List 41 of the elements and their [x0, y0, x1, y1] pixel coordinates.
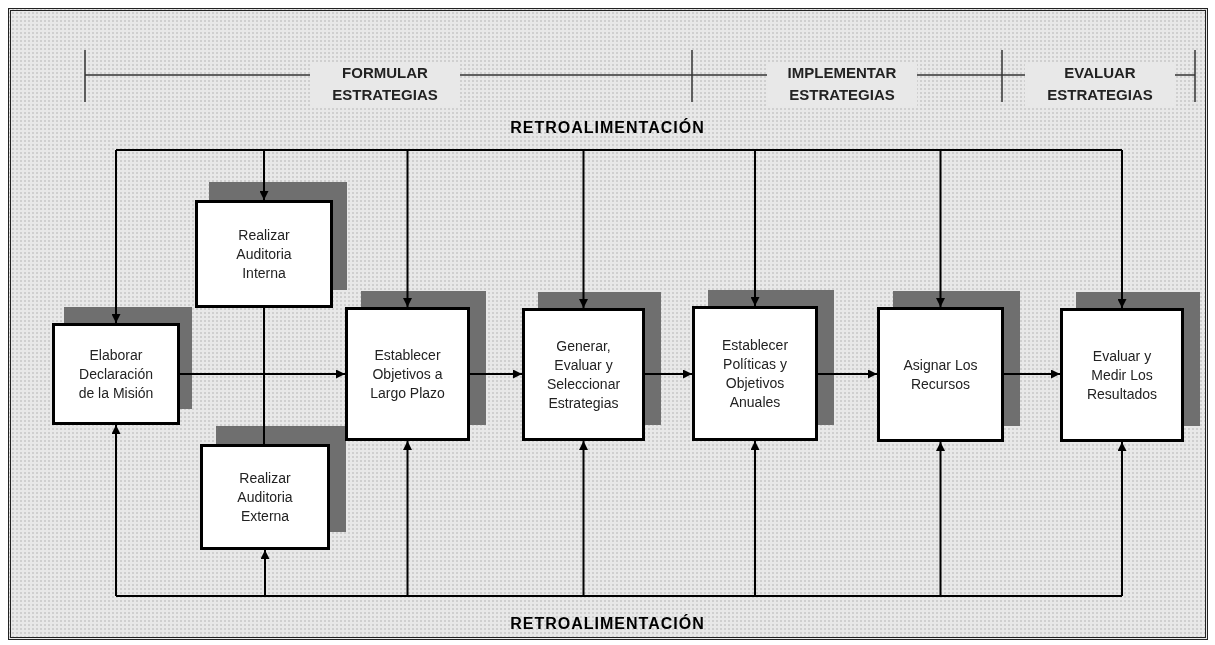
arrow	[579, 440, 588, 597]
box-text: Elaborar Declaración de la Misión	[77, 345, 155, 403]
process-box	[692, 306, 818, 441]
arrow	[817, 369, 878, 379]
box-text: Establecer Objetivos a Largo Plazo	[369, 345, 446, 403]
arrow	[403, 149, 412, 308]
process-box	[200, 444, 330, 550]
arrow	[469, 369, 523, 379]
box-text: Asignar Los Recursos	[902, 355, 979, 394]
process-box	[522, 308, 645, 441]
arrow	[750, 440, 760, 597]
arrow	[259, 149, 269, 201]
process-box	[345, 307, 470, 441]
box-text: Realizar Auditoria Interna	[235, 225, 293, 283]
phase-label: EVALUAR ESTRATEGIAS	[1025, 62, 1175, 106]
arrow	[936, 441, 945, 597]
box-text: Generar, Evaluar y Seleccionar Estrategias	[545, 336, 622, 413]
phase-label: FORMULAR ESTRATEGIAS	[310, 62, 460, 106]
connector-line	[263, 307, 265, 445]
arrow	[1117, 149, 1127, 309]
box-text: Realizar Auditoria Externa	[236, 468, 294, 526]
arrow	[579, 149, 588, 309]
process-box	[877, 307, 1004, 442]
arrow	[1117, 441, 1127, 597]
arrow	[644, 369, 693, 379]
box-text: Evaluar y Medir Los Resultados	[1085, 346, 1158, 404]
arrow	[750, 149, 760, 307]
arrow	[179, 369, 346, 379]
arrow	[260, 549, 270, 597]
arrow	[111, 424, 121, 597]
process-box	[1060, 308, 1184, 442]
process-box	[195, 200, 333, 308]
arrow	[1003, 369, 1061, 379]
phase-label: IMPLEMENTAR ESTRATEGIAS	[767, 62, 917, 106]
arrow	[403, 440, 412, 597]
arrow	[111, 149, 121, 324]
box-text: Establecer Políticas y Objetivos Anuales	[720, 335, 790, 412]
feedback-label: RETROALIMENTACIÓN	[509, 118, 706, 138]
feedback-label: RETROALIMENTACIÓN	[509, 614, 706, 634]
process-box	[52, 323, 180, 425]
arrow	[936, 149, 945, 308]
